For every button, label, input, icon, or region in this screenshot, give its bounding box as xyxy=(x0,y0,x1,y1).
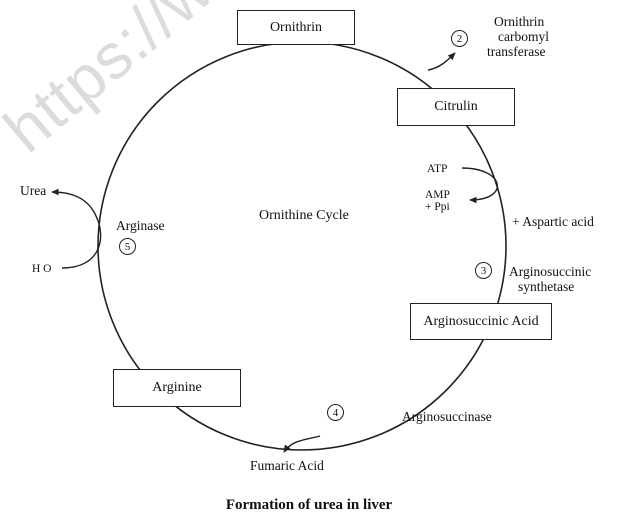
cycle-center-label: Ornithine Cycle xyxy=(259,208,349,223)
step3-enzyme-line1: Arginosuccinic xyxy=(509,264,592,279)
aspartic-acid-label: + Aspartic acid xyxy=(512,214,594,229)
atp-amp-arrow xyxy=(461,167,498,204)
step2-enzyme-line3: transferase xyxy=(487,44,546,59)
ornithrin-label: Ornithrin xyxy=(269,19,323,35)
step2-arrow xyxy=(427,52,456,71)
urea-label: Urea xyxy=(20,183,47,198)
step2-enzyme-line2: carbomyl xyxy=(498,29,549,44)
fumaric-acid-label: Fumaric Acid xyxy=(250,458,324,473)
step3-enzyme-line2: synthetase xyxy=(518,279,575,294)
step3-number: 3 xyxy=(475,262,492,279)
arginosuccinic-acid-label: Arginosuccinic Acid xyxy=(423,313,539,329)
step2-enzyme-line1: Ornithrin xyxy=(494,14,545,29)
arginine-label: Arginine xyxy=(152,380,202,395)
step4-enzyme: Arginosuccinase xyxy=(402,409,492,424)
amp-label: AMP xyxy=(425,189,450,201)
ppi-label: + Ppi xyxy=(425,201,450,213)
step2-number: 2 xyxy=(451,30,468,47)
water-label: H O xyxy=(32,263,52,275)
urea-arrow xyxy=(51,188,102,269)
fumaric-acid-arrow xyxy=(283,435,321,453)
arginosuccinic-acid-box: Arginosuccinic Acid xyxy=(410,303,552,340)
step5-enzyme: Arginase xyxy=(116,218,165,233)
citrulin-label: Citrulin xyxy=(434,99,478,114)
step4-number: 4 xyxy=(327,404,344,421)
atp-label: ATP xyxy=(427,163,448,175)
arginine-box: Arginine xyxy=(113,369,241,407)
citrulin-box: Citrulin xyxy=(397,88,515,126)
ornithrin-box: Ornithrin xyxy=(237,10,355,45)
diagram-caption: Formation of urea in liver xyxy=(225,497,393,513)
step5-number: 5 xyxy=(119,238,136,255)
